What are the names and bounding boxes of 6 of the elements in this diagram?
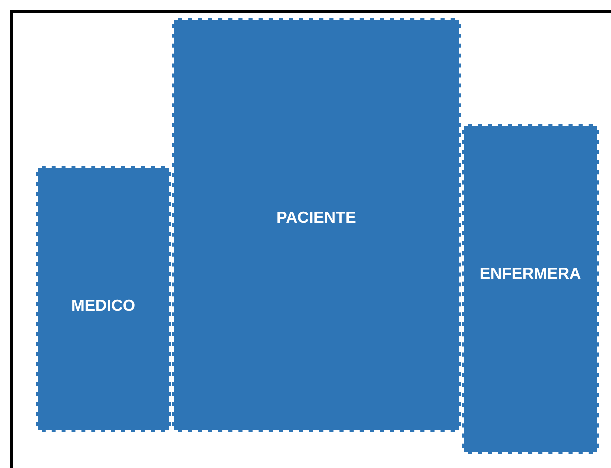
box-label: PACIENTE [276, 210, 356, 228]
box-label: ENFERMERA [480, 266, 582, 284]
role-box [172, 18, 461, 432]
role-box [462, 124, 599, 454]
box-label: MEDICO [72, 298, 136, 316]
role-box [36, 166, 171, 432]
